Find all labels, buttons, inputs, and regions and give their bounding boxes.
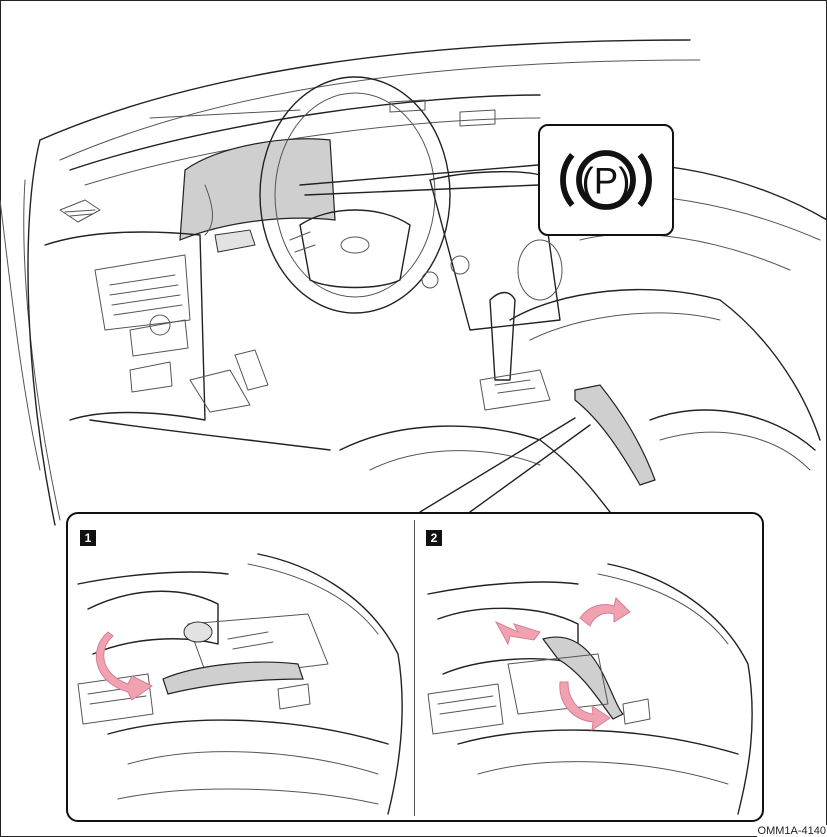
step-divider	[414, 520, 415, 816]
steps-inset: 1 2	[66, 512, 764, 822]
figure-reference-code: OMM1A-4140	[757, 825, 827, 837]
curved-arrow-icon	[580, 598, 630, 626]
parking-brake-warning-icon: (P)	[540, 126, 672, 234]
push-arrow-icon	[496, 622, 540, 644]
curved-arrow-icon	[96, 632, 152, 700]
step-1-illustration	[68, 514, 414, 820]
parking-brake-indicator-callout: (P)	[538, 124, 674, 236]
step-2-illustration	[418, 514, 764, 820]
indicator-symbol-text: (P)	[582, 161, 631, 202]
